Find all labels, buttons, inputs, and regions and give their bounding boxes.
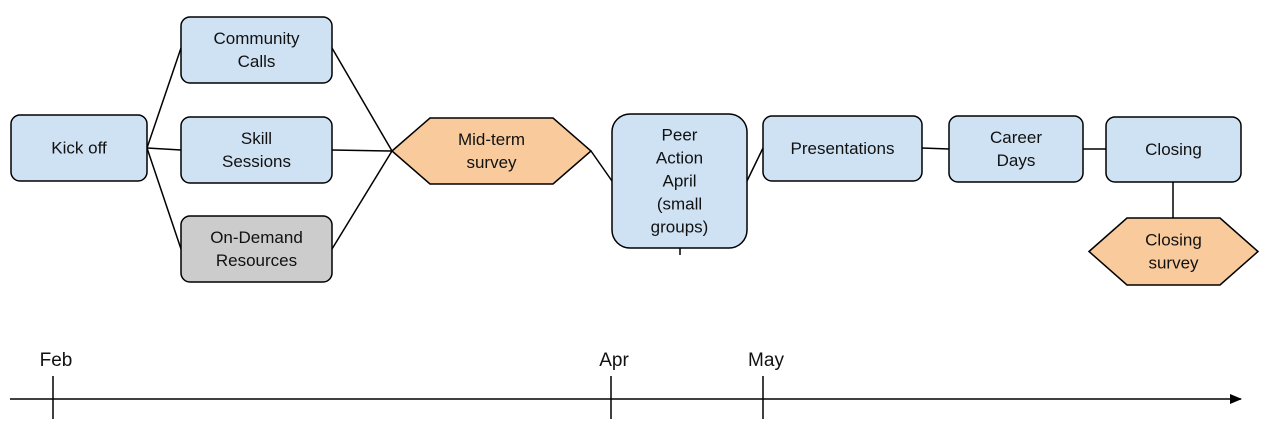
- career-days-label-line: Days: [997, 151, 1036, 170]
- closing-box-shape: [1105, 116, 1242, 183]
- mid-term-survey-label-line: Mid-term: [458, 130, 525, 149]
- on-demand-resources-label-line: Resources: [216, 251, 297, 270]
- timeline-axis: Feb Apr May: [10, 350, 1242, 419]
- community-calls-label-line: Calls: [238, 52, 276, 71]
- peer-action-april-label-line: (small: [657, 195, 702, 214]
- edge-presentations-to-career-days: [921, 147, 950, 150]
- career-days-label-line: Career: [990, 128, 1042, 147]
- connector-lines: [146, 47, 1174, 255]
- diagram-nodes: Kick off CommunityCallsSkillSessionsOn-De…: [10, 16, 1260, 286]
- presentations-node: Presentations: [762, 115, 923, 182]
- on-demand-resources-label-line: On-Demand: [210, 228, 303, 247]
- closing-survey-hexagon-shape: [1087, 217, 1260, 286]
- closing-label-line: Closing: [1145, 140, 1202, 159]
- peer-action-april-label-line: groups): [651, 218, 709, 237]
- edge-peer-action-april-to-presentations: [746, 147, 764, 182]
- community-calls-box-shape: [180, 16, 333, 84]
- timeline-tick-label: Feb: [40, 350, 73, 371]
- edge-kickoff-to-on-demand-resources: [146, 147, 182, 250]
- presentations-label-line: Presentations: [791, 139, 895, 158]
- on-demand-resources-box-shape: [180, 215, 333, 283]
- closing-node: Closing: [1105, 116, 1242, 183]
- edge-on-demand-resources-to-mid-term-survey: [331, 150, 393, 250]
- peer-action-april-label-line: Action: [656, 149, 703, 168]
- skill-sessions-box-shape: [180, 116, 333, 184]
- edge-community-calls-to-mid-term-survey: [331, 47, 393, 152]
- closing-survey-node: Closing survey: [1087, 217, 1260, 286]
- edge-skill-sessions-to-mid-term-survey: [331, 149, 393, 152]
- closing-survey-label-line: Closing: [1145, 231, 1202, 250]
- kickoff-label-line: Kick off: [51, 139, 107, 158]
- closing-survey-label-line: survey: [1148, 254, 1199, 273]
- skill-sessions-label-line: Sessions: [222, 152, 291, 171]
- mid-term-survey-node: Mid-term survey: [390, 117, 593, 185]
- presentations-box-shape: [762, 115, 923, 182]
- career-days-box-shape: [948, 115, 1084, 183]
- kickoff-node: Kick off: [10, 114, 148, 182]
- peer-action-april-label-line: April: [662, 172, 696, 191]
- timeline-tick-label: Apr: [599, 350, 629, 371]
- kickoff-box-shape: [10, 114, 148, 182]
- edge-kickoff-to-community-calls: [146, 47, 182, 149]
- mid-term-survey-label-line: survey: [466, 153, 517, 172]
- community-calls-label-line: Community: [214, 29, 300, 48]
- mid-term-survey-hexagon-shape: [390, 117, 593, 185]
- edge-kickoff-to-skill-sessions: [146, 147, 182, 151]
- peer-action-april-box-shape: [611, 113, 748, 249]
- edge-mid-term-survey-to-peer-action-april: [590, 150, 613, 182]
- skill-sessions-label-line: Skill: [241, 129, 272, 148]
- timeline-tick-label: May: [748, 350, 784, 371]
- peer-action-april-label-line: Peer: [662, 126, 698, 145]
